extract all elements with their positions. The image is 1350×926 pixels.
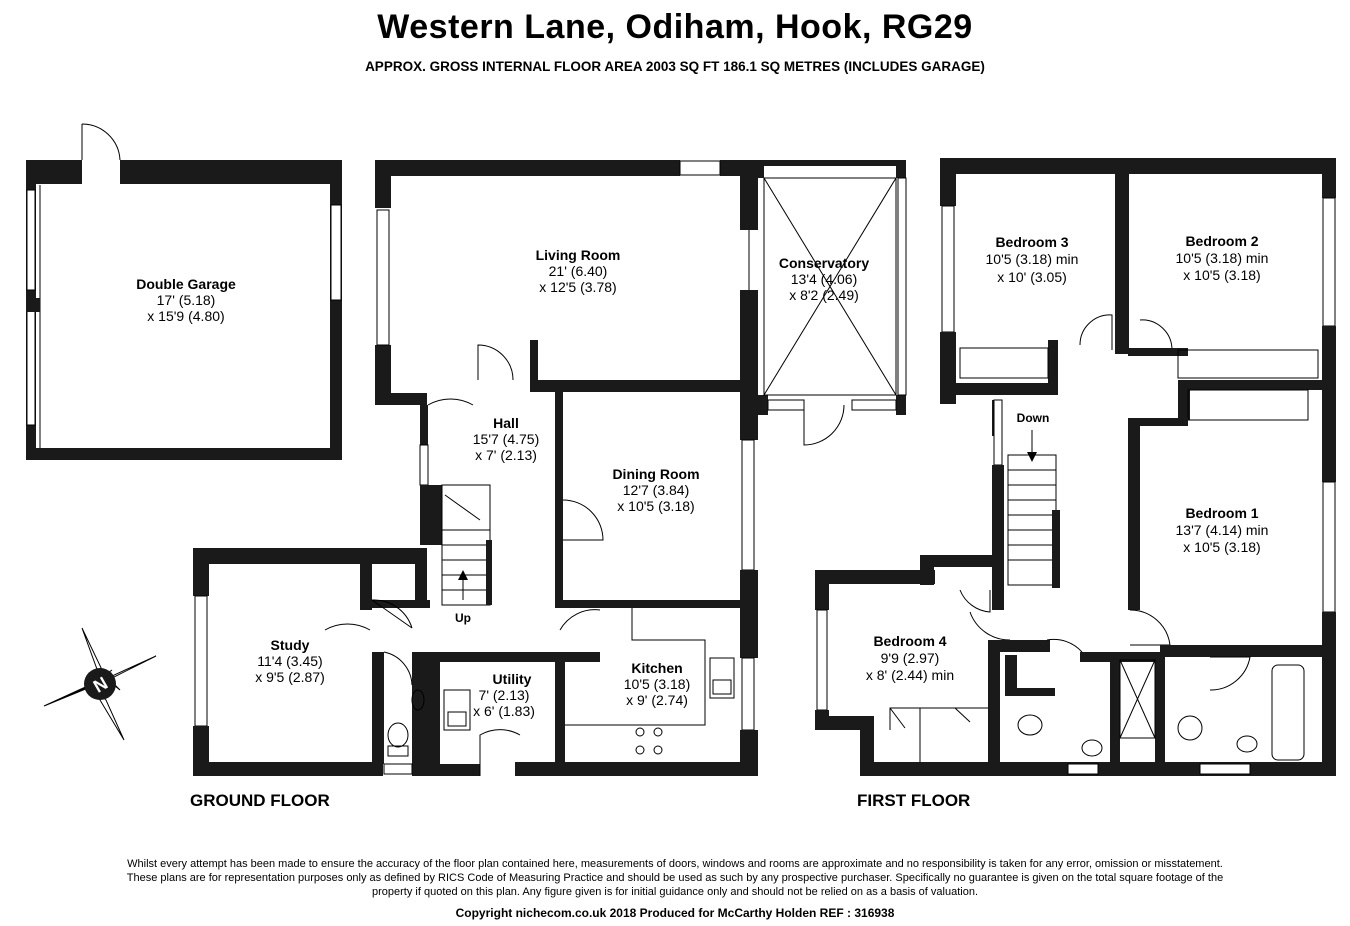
svg-text:21' (6.40): 21' (6.40) <box>549 263 608 279</box>
svg-text:x 12'5 (3.78): x 12'5 (3.78) <box>539 279 616 295</box>
svg-text:11'4 (3.45): 11'4 (3.45) <box>257 653 322 669</box>
svg-text:10'5 (3.18) min: 10'5 (3.18) min <box>986 251 1079 267</box>
svg-text:Study: Study <box>271 637 310 653</box>
svg-text:7' (2.13): 7' (2.13) <box>479 687 530 703</box>
disclaimer-text: Whilst every attempt has been made to en… <box>126 858 1224 898</box>
ground-floor-label: GROUND FLOOR <box>190 791 330 810</box>
svg-text:9'9 (2.97): 9'9 (2.97) <box>881 650 940 666</box>
floor-area-subtitle: APPROX. GROSS INTERNAL FLOOR AREA 2003 S… <box>365 59 985 74</box>
stairs-down-label: Down <box>1017 411 1050 425</box>
svg-text:x 9'5 (2.87): x 9'5 (2.87) <box>255 669 325 685</box>
room-bedroom-1: Bedroom 1 13'7 (4.14) min x 10'5 (3.18) <box>1176 505 1269 555</box>
svg-text:Conservatory: Conservatory <box>779 255 869 271</box>
first-floor-label: FIRST FLOOR <box>857 791 971 810</box>
compass-icon <box>43 627 157 741</box>
svg-text:13'7 (4.14) min: 13'7 (4.14) min <box>1176 522 1269 538</box>
room-name: Double Garage <box>136 276 236 292</box>
room-dining: Dining Room 12'7 (3.84) x 10'5 (3.18) <box>612 466 699 514</box>
svg-text:17' (5.18): 17' (5.18) <box>157 292 216 308</box>
first-floor-walls <box>815 158 1336 776</box>
svg-text:x 15'9 (4.80): x 15'9 (4.80) <box>147 308 224 324</box>
stairs-up-label: Up <box>455 611 471 625</box>
svg-text:x 8'2 (2.49): x 8'2 (2.49) <box>789 287 859 303</box>
svg-text:15'7 (4.75): 15'7 (4.75) <box>473 431 540 447</box>
room-conservatory: Conservatory 13'4 (4.06) x 8'2 (2.49) <box>779 255 869 303</box>
svg-text:10'5 (3.18): 10'5 (3.18) <box>624 676 691 692</box>
svg-text:x 9' (2.74): x 9' (2.74) <box>626 692 688 708</box>
svg-text:Bedroom 3: Bedroom 3 <box>995 234 1068 250</box>
svg-text:Kitchen: Kitchen <box>631 660 682 676</box>
svg-text:Bedroom 2: Bedroom 2 <box>1185 233 1258 249</box>
svg-text:x 10'5 (3.18): x 10'5 (3.18) <box>1183 539 1260 555</box>
garage-walls <box>26 123 342 460</box>
svg-text:x 10'5 (3.18): x 10'5 (3.18) <box>1183 267 1260 283</box>
svg-text:12'7 (3.84): 12'7 (3.84) <box>623 482 690 498</box>
svg-text:10'5 (3.18) min: 10'5 (3.18) min <box>1176 250 1269 266</box>
svg-text:x 8' (2.44) min: x 8' (2.44) min <box>866 667 954 683</box>
room-garage: Double Garage 17' (5.18) x 15'9 (4.80) <box>136 276 236 324</box>
svg-text:x 6' (1.83): x 6' (1.83) <box>473 703 535 719</box>
room-living: Living Room 21' (6.40) x 12'5 (3.78) <box>536 247 621 295</box>
svg-text:x 10'5 (3.18): x 10'5 (3.18) <box>617 498 694 514</box>
room-hall: Hall 15'7 (4.75) x 7' (2.13) <box>473 415 540 463</box>
svg-text:13'4 (4.06): 13'4 (4.06) <box>791 271 858 287</box>
svg-text:Bedroom 1: Bedroom 1 <box>1185 505 1258 521</box>
svg-text:x 10' (3.05): x 10' (3.05) <box>997 269 1067 285</box>
copyright-text: Copyright nichecom.co.uk 2018 Produced f… <box>455 906 895 920</box>
room-study: Study 11'4 (3.45) x 9'5 (2.87) <box>255 637 325 685</box>
svg-text:Living Room: Living Room <box>536 247 621 263</box>
svg-text:Hall: Hall <box>493 415 519 431</box>
svg-text:x 7' (2.13): x 7' (2.13) <box>475 447 537 463</box>
room-utility: Utility 7' (2.13) x 6' (1.83) <box>473 671 535 719</box>
room-kitchen: Kitchen 10'5 (3.18) x 9' (2.74) <box>624 660 691 708</box>
ground-floor-walls <box>193 160 907 776</box>
svg-text:Utility: Utility <box>493 671 532 687</box>
room-bedroom-2: Bedroom 2 10'5 (3.18) min x 10'5 (3.18) <box>1176 233 1269 283</box>
svg-text:Dining Room: Dining Room <box>612 466 699 482</box>
page-title: Western Lane, Odiham, Hook, RG29 <box>377 8 973 46</box>
room-bedroom-3: Bedroom 3 10'5 (3.18) min x 10' (3.05) <box>986 234 1079 285</box>
room-bedroom-4: Bedroom 4 9'9 (2.97) x 8' (2.44) min <box>866 633 954 683</box>
svg-text:Bedroom 4: Bedroom 4 <box>873 633 946 649</box>
